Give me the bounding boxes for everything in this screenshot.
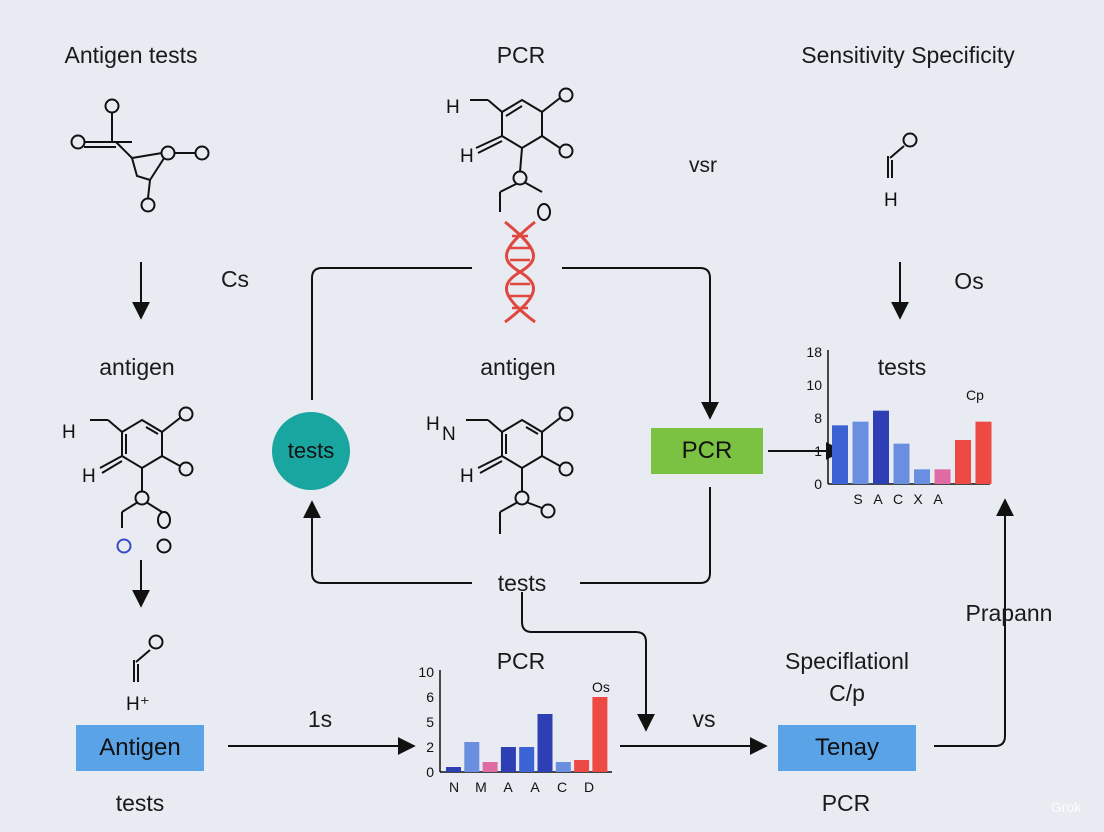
y-tick-label: 0 (426, 764, 434, 780)
title-antigen-tests: Antigen tests (64, 42, 198, 68)
label-antigen-left: antigen (99, 354, 175, 380)
atom-o (194, 145, 210, 161)
bar (832, 425, 848, 484)
x-tick-label: A (503, 779, 513, 795)
atom-h: H (82, 466, 96, 487)
molecule-2 (470, 87, 574, 221)
bar (574, 760, 590, 772)
bar (873, 410, 889, 484)
label-vs: vs (692, 706, 716, 732)
molecule-4 (466, 406, 574, 534)
connector-right-loop-top (562, 267, 719, 420)
x-tick-label: D (584, 779, 594, 795)
watermark-logo: Grok (1050, 799, 1082, 815)
label-cp: C/p (829, 680, 865, 706)
dna-helix-icon (504, 220, 536, 324)
title-sensitivity-specificity: Sensitivity Specificity (801, 42, 1015, 68)
bar (592, 697, 608, 772)
label-antigen-mid: antigen (480, 354, 556, 380)
atom-h: H (62, 422, 76, 443)
label-tests-chart-title: tests (877, 354, 927, 380)
y-tick-label: 0 (814, 476, 822, 492)
y-tick-label: 6 (426, 689, 434, 705)
bar (555, 762, 571, 772)
atom-o (104, 98, 120, 114)
atom-h: H (884, 190, 898, 211)
title-pcr: PCR (496, 42, 546, 68)
y-tick-label: 8 (814, 410, 822, 426)
bar (537, 714, 553, 772)
atom-h: H (426, 414, 440, 435)
bar (893, 443, 910, 484)
y-tick-label: 18 (806, 344, 822, 360)
y-tick-label: 2 (426, 739, 434, 755)
label-prapann: Prapann (965, 600, 1053, 626)
x-tick-label: S (853, 491, 862, 507)
node-tests-circle[interactable]: tests (272, 412, 350, 490)
bar (955, 440, 971, 484)
y-tick-label: 5 (426, 714, 434, 730)
bar (852, 421, 869, 484)
bar (446, 767, 461, 772)
label-cs: Cs (220, 266, 250, 292)
molecule-3 (90, 406, 194, 554)
node-antigen-box[interactable]: Antigen (76, 725, 204, 771)
connector-left-loop-top (311, 267, 472, 400)
bar (934, 469, 951, 484)
label-specification: Speciflationl (784, 648, 910, 674)
node-pcr-box[interactable]: PCR (651, 428, 763, 474)
connector-tenay-to-chart (934, 498, 1014, 747)
molecule-6 (133, 634, 164, 682)
x-tick-label: N (449, 779, 459, 795)
connector-right-loop-bottom (580, 487, 711, 584)
x-tick-label: A (873, 491, 883, 507)
atom-o (70, 134, 86, 150)
node-tenay-box[interactable]: Tenay (778, 725, 916, 771)
atom-h: H (460, 466, 474, 487)
y-tick-label: 10 (806, 377, 822, 393)
label-tests-mid: tests (497, 570, 547, 596)
label-vsr: vsr (689, 154, 717, 177)
x-tick-label: X (913, 491, 923, 507)
label-1s: 1s (307, 706, 333, 732)
label-pcr-chart-title: PCR (496, 648, 546, 674)
atom-h: H (446, 97, 460, 118)
label-pcr-bottom: PCR (821, 790, 871, 816)
x-tick-label: A (530, 779, 540, 795)
atom-o (160, 145, 176, 161)
x-tick-label: C (893, 491, 903, 507)
x-tick-label: C (557, 779, 567, 795)
bar (914, 469, 930, 484)
atom-o (140, 197, 156, 213)
bar (482, 762, 498, 772)
bar (464, 742, 480, 772)
connector-left-loop-bottom (303, 500, 472, 584)
molecule-1 (84, 113, 196, 199)
y-tick-label: 10 (418, 664, 434, 680)
connector-tests-to-vs (521, 592, 655, 732)
x-tick-label: A (933, 491, 943, 507)
bar (975, 421, 992, 484)
atom-h: H⁺ (126, 694, 150, 715)
y-tick-label: 1 (814, 443, 822, 459)
atom-n: N (442, 424, 456, 445)
x-tick-label: M (475, 779, 487, 795)
label-os: Os (954, 268, 984, 294)
label-tests-bottom: tests (115, 790, 165, 816)
chart-annotation: Os (592, 679, 610, 695)
bar (500, 747, 516, 772)
atom-h: H (460, 146, 474, 167)
molecule-5 (887, 132, 918, 178)
bar (519, 747, 535, 772)
chart-annotation: Cp (966, 387, 984, 403)
